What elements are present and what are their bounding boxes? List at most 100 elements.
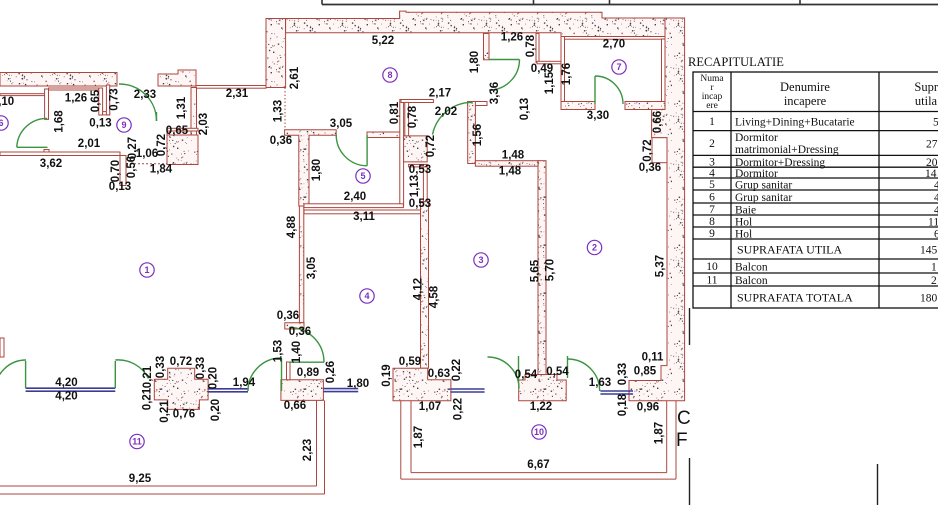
svg-text:8: 8 [709, 216, 715, 228]
svg-text:Balcon: Balcon [735, 262, 768, 274]
svg-text:5: 5 [360, 171, 365, 181]
svg-text:0,13: 0,13 [89, 118, 111, 130]
svg-text:0,21: 0,21 [142, 387, 154, 410]
svg-text:0,78: 0,78 [407, 105, 419, 128]
svg-text:0,21: 0,21 [142, 365, 154, 388]
svg-text:1,80: 1,80 [311, 159, 323, 181]
svg-text:2: 2 [592, 243, 597, 253]
svg-text:Numa: Numa [700, 74, 724, 84]
svg-text:10: 10 [534, 427, 544, 437]
svg-text:1,26: 1,26 [501, 32, 523, 44]
svg-text:3: 3 [478, 255, 483, 265]
svg-text:0,19: 0,19 [381, 364, 393, 386]
svg-text:5,22: 5,22 [372, 35, 394, 47]
svg-text:4,88: 4,88 [286, 215, 298, 238]
svg-text:incapere: incapere [784, 94, 827, 108]
svg-text:0,81: 0,81 [389, 101, 401, 124]
svg-text:0,20: 0,20 [210, 399, 222, 421]
svg-text:0,33: 0,33 [617, 363, 629, 385]
svg-text:20: 20 [926, 157, 938, 169]
svg-text:0,33: 0,33 [195, 357, 207, 379]
svg-text:4,12: 4,12 [413, 278, 425, 300]
svg-text:0,53: 0,53 [409, 198, 431, 210]
svg-text:2,01: 2,01 [78, 138, 101, 150]
svg-text:RECAPITULATIE: RECAPITULATIE [688, 55, 784, 69]
svg-text:incap: incap [702, 92, 723, 102]
svg-text:10: 10 [706, 261, 718, 273]
svg-text:0,63: 0,63 [428, 368, 450, 380]
svg-text:8: 8 [387, 70, 392, 80]
svg-text:0,72: 0,72 [156, 134, 168, 156]
svg-text:1,31: 1,31 [176, 96, 188, 119]
svg-text:Supra: Supra [914, 80, 938, 94]
svg-text:1,48: 1,48 [499, 166, 522, 178]
svg-text:6: 6 [934, 229, 938, 241]
svg-text:9,25: 9,25 [129, 473, 152, 485]
svg-text:Living+Dining+Bucatarie: Living+Dining+Bucatarie [735, 117, 855, 129]
svg-text:4,58: 4,58 [429, 285, 441, 308]
svg-text:2,33: 2,33 [134, 89, 156, 101]
svg-text:Grup sanitar: Grup sanitar [735, 192, 792, 204]
svg-text:4,20: 4,20 [55, 377, 77, 389]
svg-text:1,07: 1,07 [419, 401, 441, 413]
svg-text:3,11: 3,11 [353, 211, 375, 223]
svg-text:2: 2 [709, 138, 715, 150]
svg-text:0,33: 0,33 [155, 356, 167, 378]
svg-text:0,36: 0,36 [639, 162, 661, 174]
svg-text:7: 7 [616, 62, 621, 72]
svg-text:0,73: 0,73 [109, 88, 121, 110]
svg-text:0,54: 0,54 [515, 369, 538, 381]
svg-text:180: 180 [920, 293, 938, 305]
svg-text:1: 1 [931, 262, 937, 274]
svg-text:1,87: 1,87 [654, 422, 666, 444]
svg-text:1,87: 1,87 [413, 426, 425, 448]
svg-text:0,65: 0,65 [166, 125, 189, 137]
svg-text:4: 4 [364, 291, 369, 301]
svg-text:1,15: 1,15 [544, 71, 556, 94]
svg-text:27: 27 [926, 139, 938, 151]
svg-text:0,66: 0,66 [652, 111, 664, 133]
svg-text:1,33: 1,33 [273, 100, 285, 122]
svg-text:11: 11 [928, 217, 938, 229]
svg-text:0,54: 0,54 [546, 366, 569, 378]
svg-text:2,31: 2,31 [226, 88, 249, 100]
svg-text:0,21: 0,21 [159, 400, 171, 423]
svg-text:3: 3 [709, 156, 715, 168]
svg-text:SUPRAFATA TOTALA: SUPRAFATA TOTALA [737, 291, 853, 305]
svg-text:6,67: 6,67 [527, 459, 549, 471]
svg-text:2,70: 2,70 [603, 39, 625, 51]
svg-text:0,13: 0,13 [519, 98, 531, 120]
svg-text:9: 9 [709, 228, 715, 240]
svg-text:0,72: 0,72 [642, 139, 654, 161]
svg-text:Baie: Baie [735, 205, 756, 217]
svg-text:5,37: 5,37 [655, 255, 667, 277]
svg-text:14: 14 [925, 168, 937, 180]
svg-text:6: 6 [0, 118, 4, 128]
svg-text:0,85: 0,85 [634, 366, 657, 378]
svg-text:0,78: 0,78 [525, 34, 537, 57]
svg-text:4: 4 [934, 192, 938, 204]
svg-text:5,65: 5,65 [530, 259, 542, 282]
svg-text:1,48: 1,48 [502, 150, 525, 162]
svg-text:utila: utila [915, 94, 938, 108]
svg-text:1,40: 1,40 [291, 341, 303, 363]
svg-text:1,80: 1,80 [469, 51, 481, 73]
svg-text:3,05: 3,05 [330, 118, 353, 130]
svg-text:r: r [710, 83, 714, 93]
svg-text:0,26: 0,26 [325, 361, 337, 383]
svg-text:3,62: 3,62 [40, 158, 62, 170]
svg-text:2,23: 2,23 [302, 439, 314, 461]
svg-text:0,53: 0,53 [409, 164, 431, 176]
svg-text:145: 145 [920, 245, 938, 257]
svg-text:0,76: 0,76 [173, 409, 195, 421]
svg-text:1,76: 1,76 [561, 63, 573, 85]
svg-text:1,13: 1,13 [409, 175, 421, 197]
svg-text:Hol: Hol [735, 229, 752, 241]
svg-text:4: 4 [934, 180, 938, 192]
svg-text:4: 4 [709, 168, 715, 180]
svg-text:3,30: 3,30 [587, 110, 609, 122]
svg-text:Dormitor: Dormitor [735, 132, 778, 144]
svg-text:0,22: 0,22 [451, 359, 463, 381]
svg-text:4: 4 [934, 205, 938, 217]
svg-text:2,03: 2,03 [198, 113, 210, 135]
